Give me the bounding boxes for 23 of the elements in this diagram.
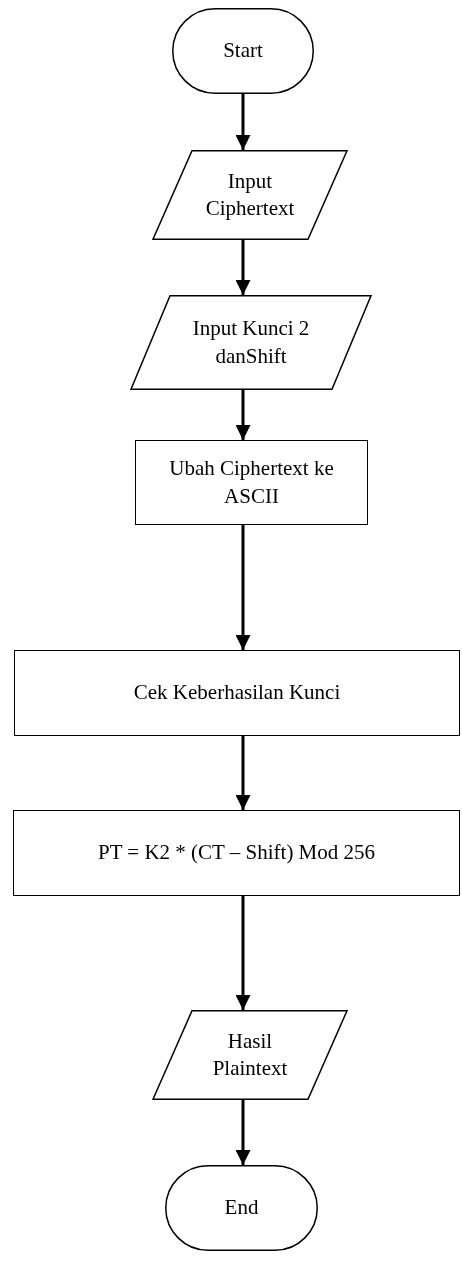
node-label: Ubah Ciphertext ke ASCII <box>168 455 335 510</box>
node-label: Cek Keberhasilan Kunci <box>133 679 341 707</box>
node-label: Input Kunci 2 danShift <box>191 315 311 370</box>
arrow <box>235 94 251 150</box>
terminator-shape <box>165 1165 318 1251</box>
input-output-parallelogram <box>152 150 348 240</box>
node-label: Input Ciphertext <box>204 167 296 222</box>
arrow <box>235 1100 251 1165</box>
node-label: Hasil Plaintext <box>211 1027 289 1082</box>
arrow <box>235 390 251 440</box>
arrow <box>235 896 251 1010</box>
input-output-parallelogram <box>152 1010 348 1100</box>
node-label: Start <box>223 37 263 65</box>
arrow <box>235 736 251 810</box>
process-box <box>14 650 460 736</box>
process-box <box>13 810 460 896</box>
process-box <box>135 440 368 525</box>
node-label: PT = K2 * (CT – Shift) Mod 256 <box>97 839 376 867</box>
terminator-shape <box>172 8 314 94</box>
input-output-parallelogram <box>130 295 372 390</box>
node-label: End <box>224 1194 259 1222</box>
arrow <box>235 525 251 650</box>
arrow <box>235 240 251 295</box>
